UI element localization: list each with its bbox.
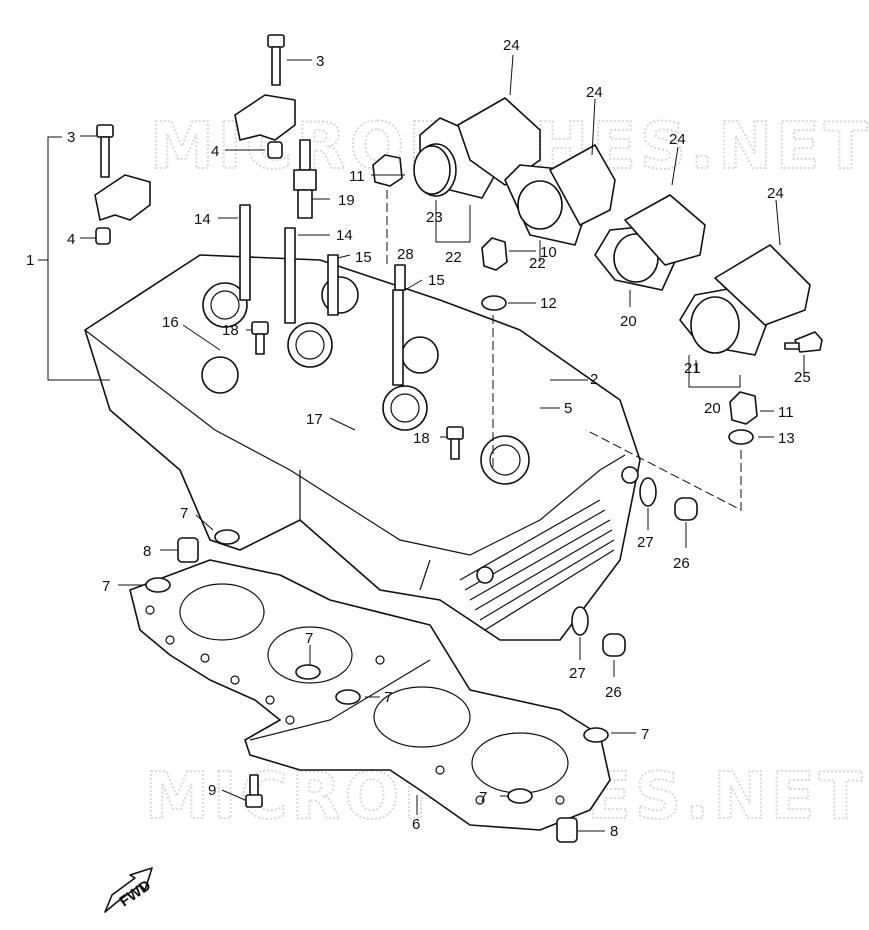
stud: [392, 289, 404, 386]
callout: 3: [316, 53, 324, 70]
intake-holder: [594, 194, 706, 291]
intake-holder: [679, 244, 811, 356]
callout: 9: [208, 782, 216, 799]
callout: 15: [428, 272, 445, 289]
callout: 27: [637, 534, 654, 551]
nut: [372, 154, 403, 187]
callout: 7: [102, 578, 110, 595]
callout: 4: [211, 143, 219, 160]
callout: 24: [503, 37, 520, 54]
stud: [327, 254, 339, 316]
callout: 21: [684, 360, 701, 377]
bolt: [784, 331, 823, 353]
o-ring: [413, 145, 451, 195]
callout: 2: [590, 371, 598, 388]
callout: 18: [222, 322, 239, 339]
camshaft-holder-upper: [234, 34, 296, 159]
callout: 11: [778, 404, 794, 421]
dowel: [394, 264, 406, 291]
callout: 22: [529, 255, 546, 272]
spark-plug: [293, 139, 317, 219]
callout: 24: [586, 84, 603, 101]
callout: 24: [669, 131, 686, 148]
stud: [239, 204, 251, 301]
callout: 23: [426, 209, 443, 226]
leader-lines: [80, 54, 805, 832]
callout: 5: [564, 400, 572, 417]
callout: 25: [794, 369, 811, 386]
callout: 8: [610, 823, 618, 840]
callout: 14: [194, 211, 211, 228]
plug: [674, 497, 698, 521]
o-ring: [583, 727, 609, 743]
callout: 26: [673, 555, 690, 572]
head-gasket: [129, 559, 611, 831]
cap-nut: [481, 237, 508, 271]
washer: [481, 295, 507, 311]
callout: 4: [67, 231, 75, 248]
callout: 15: [355, 249, 372, 266]
callout: 17: [306, 411, 323, 428]
fwd-arrow-icon: FWD: [104, 867, 154, 913]
callout: 1: [26, 252, 34, 269]
callout: 13: [778, 430, 795, 447]
o-ring: [507, 788, 533, 804]
callout-labels: 1 2 3 3 4 4 5 6 7 7 7 7 7 7 8 8 9 10 11 …: [26, 37, 811, 840]
callout: 7: [384, 689, 392, 706]
callout: 16: [162, 314, 179, 331]
bolt: [446, 426, 464, 460]
callout: 18: [413, 430, 430, 447]
callout: 8: [143, 543, 151, 560]
callout: 20: [704, 400, 721, 417]
callout: 6: [412, 816, 420, 833]
stud: [284, 227, 296, 324]
o-ring: [214, 529, 240, 545]
callout: 10: [540, 244, 557, 261]
o-ring: [145, 577, 171, 593]
callout: 3: [67, 129, 75, 146]
o-ring: [295, 664, 321, 680]
o-ring: [335, 689, 361, 705]
callout: 22: [445, 249, 462, 266]
bolt: [251, 321, 269, 355]
bolt: [245, 774, 263, 808]
camshaft-holder-lower: [94, 124, 151, 245]
callout: 27: [569, 665, 586, 682]
callout: 7: [180, 505, 188, 522]
callout: 7: [479, 789, 487, 806]
dowel-pin: [177, 537, 199, 563]
washer: [728, 429, 754, 445]
plug: [602, 633, 626, 657]
callout: 11: [349, 168, 365, 185]
intake-holder: [504, 144, 616, 246]
callout: 14: [336, 227, 353, 244]
callout: 19: [338, 192, 355, 209]
callout: 24: [767, 185, 784, 202]
callout: 7: [305, 630, 313, 647]
callout: 12: [540, 295, 557, 312]
callout: 26: [605, 684, 622, 701]
callout: 7: [641, 726, 649, 743]
callout: 20: [620, 313, 637, 330]
gasket: [571, 606, 589, 636]
gasket: [639, 477, 657, 507]
callout: 28: [397, 246, 414, 263]
nut: [729, 391, 758, 425]
dowel-pin: [556, 817, 578, 843]
